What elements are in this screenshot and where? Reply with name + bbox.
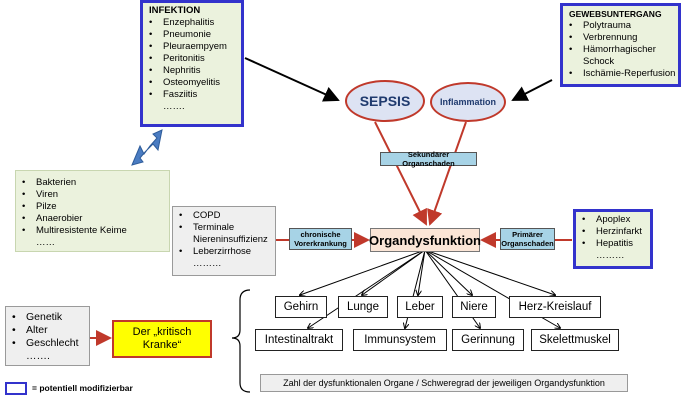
gewebsuntergang-box: GEWEBSUNTERGANG Polytrauma Verbrennung H… xyxy=(560,3,681,87)
list-item: Nephritis xyxy=(143,65,241,77)
organ-niere: Niere xyxy=(452,296,496,318)
organ-intestinaltrakt: Intestinaltrakt xyxy=(255,329,343,351)
arrow-gewebe-inflammation xyxy=(511,79,553,101)
double-arrow-icon xyxy=(131,129,163,166)
list-item: Pleuraempyem xyxy=(143,41,241,53)
vorerkrankung-box: COPD Terminale Niereninsuffizienz Leberz… xyxy=(172,206,276,276)
list-item: Geschlecht xyxy=(6,337,89,350)
vorerkrankung-list: COPD Terminale Niereninsuffizienz Leberz… xyxy=(173,210,275,270)
gewebsuntergang-title: GEWEBSUNTERGANG xyxy=(569,9,662,19)
organ-leber: Leber xyxy=(397,296,443,318)
inflammation-ellipse: Inflammation xyxy=(430,82,506,122)
list-item: Enzephalitis xyxy=(143,17,241,29)
list-item: COPD xyxy=(173,210,275,222)
chronisch-label: chronische Vorerkrankung xyxy=(289,228,352,250)
list-item: Genetik xyxy=(6,311,89,324)
curly-brace xyxy=(231,289,251,393)
organ-fan-arrows xyxy=(300,249,560,328)
list-item: Osteomyelitis xyxy=(143,77,241,89)
gewebsuntergang-list: Polytrauma Verbrennung Hämorrhagischer S… xyxy=(563,20,678,80)
list-item-more: ……. xyxy=(26,350,50,362)
list-item-more: ……… xyxy=(596,250,625,261)
risk-box: Genetik Alter Geschlecht ……. xyxy=(5,306,90,366)
list-item: Pilze xyxy=(16,201,169,213)
kritisch-label: Der „kritisch Kranke“ xyxy=(132,326,192,351)
list-item: Viren xyxy=(16,189,169,201)
infektion-box: INFEKTION Enzephalitis Pneumonie Pleurae… xyxy=(140,0,244,127)
list-item-more: ……… xyxy=(193,258,222,269)
organ-skelettmuskel: Skelettmuskel xyxy=(531,329,619,351)
list-item: Alter xyxy=(6,324,89,337)
risk-list: Genetik Alter Geschlecht ……. xyxy=(6,311,89,363)
organdysfunktion-box: Organdysfunktion xyxy=(369,228,481,252)
arrow-infektion-sepsis xyxy=(244,57,340,102)
red-line-sepsis xyxy=(374,121,427,226)
kritisch-box: Der „kritisch Kranke“ xyxy=(112,320,212,358)
primaer-causes-list: Apoplex Herzinfarkt Hepatitis ……… xyxy=(576,214,650,262)
list-item: Anaerobier xyxy=(16,213,169,225)
list-item: Ischämie-Reperfusion xyxy=(563,68,678,80)
legend-label: = potentiell modifizierbar xyxy=(32,383,133,393)
list-item: Peritonitis xyxy=(143,53,241,65)
organdysfunktion-label: Organdysfunktion xyxy=(369,232,481,248)
sepsis-label: SEPSIS xyxy=(359,93,411,109)
infektion-list: Enzephalitis Pneumonie Pleuraempyem Peri… xyxy=(143,17,241,113)
list-item-more: ……. xyxy=(163,101,185,112)
list-item: Multiresistente Keime xyxy=(16,225,169,237)
list-item: Hepatitis xyxy=(576,238,650,250)
organ-herz-kreislauf: Herz-Kreislauf xyxy=(509,296,601,318)
red-line-inflammation xyxy=(427,121,467,226)
list-item-more: …… xyxy=(36,237,55,248)
list-item: Terminale Niereninsuffizienz xyxy=(173,222,275,246)
organ-lunge: Lunge xyxy=(338,296,388,318)
organ-gehirn: Gehirn xyxy=(275,296,327,318)
inflammation-label: Inflammation xyxy=(439,97,496,107)
list-item: Bakterien xyxy=(16,177,169,189)
sekundaer-label: Sekundärer Organschaden xyxy=(380,150,477,168)
list-item: Verbrennung xyxy=(563,32,678,44)
zahl-label: Zahl der dysfunktionalen Organe / Schwer… xyxy=(283,378,605,388)
list-item: Fasziitis xyxy=(143,89,241,101)
infektion-title: INFEKTION xyxy=(149,5,201,16)
list-item: Leberzirrhose xyxy=(173,246,275,258)
legend: = potentiell modifizierbar xyxy=(5,381,133,395)
list-item: Apoplex xyxy=(576,214,650,226)
list-item: Hämorrhagischer Schock xyxy=(563,44,678,68)
list-item: Polytrauma xyxy=(563,20,678,32)
organ-gerinnung: Gerinnung xyxy=(452,329,524,351)
primaer-causes-box: Apoplex Herzinfarkt Hepatitis ……… xyxy=(573,209,653,269)
erreger-list: Bakterien Viren Pilze Anaerobier Multire… xyxy=(16,177,169,249)
list-item: Pneumonie xyxy=(143,29,241,41)
erreger-box: Bakterien Viren Pilze Anaerobier Multire… xyxy=(15,170,170,252)
list-item: Herzinfarkt xyxy=(576,226,650,238)
legend-swatch xyxy=(5,381,27,395)
sepsis-ellipse: SEPSIS xyxy=(345,80,425,122)
organ-immunsystem: Immunsystem xyxy=(353,329,447,351)
primaer-label: Primärer Organschaden xyxy=(500,228,555,250)
zahl-box: Zahl der dysfunktionalen Organe / Schwer… xyxy=(260,374,628,392)
